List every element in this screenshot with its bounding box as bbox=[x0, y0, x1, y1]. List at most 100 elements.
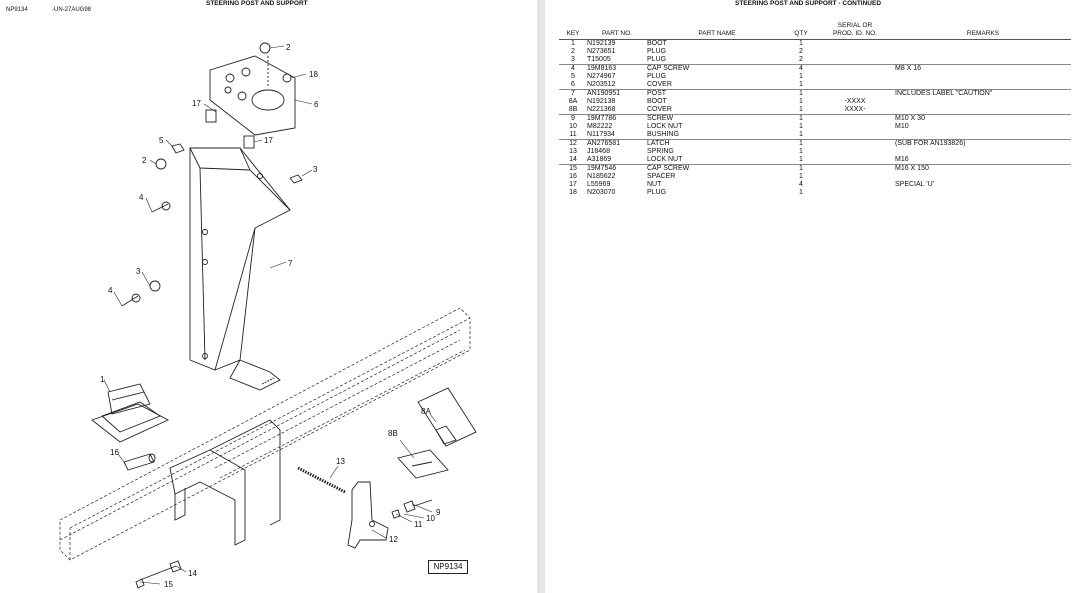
cell-serial: -XXXX bbox=[844, 98, 866, 105]
callout-3b: 3 bbox=[136, 267, 141, 276]
cell-remarks: SPECIAL 'U' bbox=[895, 181, 934, 188]
spacer-part bbox=[123, 453, 156, 471]
callout-labels: 2 18 6 17 17 5 2 3 4 7 3 4 1 16 8A 8B 13… bbox=[100, 43, 441, 589]
cell-key: 14 bbox=[569, 156, 577, 163]
cell-key: 8A bbox=[568, 98, 578, 105]
cell-qty: 1 bbox=[787, 89, 815, 98]
cell-part-name: PLUG bbox=[647, 73, 667, 80]
col-qty: QTY bbox=[787, 22, 815, 40]
cell-serial bbox=[815, 139, 895, 148]
cell-part-no: AN190951 bbox=[587, 89, 647, 98]
callout-14: 14 bbox=[188, 569, 197, 578]
cell-part-no: 19M7786 bbox=[587, 114, 647, 123]
cell-part-no: N273651 bbox=[587, 48, 616, 55]
cell-part-no: N185622 bbox=[587, 173, 616, 180]
doc-id: NP9134 bbox=[6, 7, 28, 13]
cell-part-name: PLUG bbox=[647, 56, 667, 63]
exploded-parts-diagram: 2 18 6 17 17 5 2 3 4 7 3 4 1 16 8A 8B 13… bbox=[59, 42, 477, 589]
cell-part-no: T15005 bbox=[587, 56, 611, 63]
cell-remarks bbox=[895, 148, 1071, 156]
cell-qty: 1 bbox=[787, 139, 815, 148]
cell-qty: 1 bbox=[799, 173, 803, 180]
callout-8a: 8A bbox=[421, 407, 431, 416]
cell-key: 7 bbox=[559, 89, 587, 98]
cell-part-name: NUT bbox=[647, 181, 662, 188]
cell-qty: 1 bbox=[787, 39, 815, 48]
cell-key: 5 bbox=[571, 73, 575, 80]
cell-part-name: CAP SCREW bbox=[647, 64, 787, 73]
cell-qty: 1 bbox=[799, 189, 803, 196]
callout-16: 16 bbox=[110, 448, 119, 457]
cell-remarks bbox=[895, 73, 1071, 81]
cell-part-name: LATCH bbox=[647, 139, 787, 148]
cell-serial: XXXX- bbox=[844, 106, 866, 113]
cell-qty: 1 bbox=[799, 131, 803, 138]
cover-plate bbox=[209, 55, 296, 136]
cell-key: 3 bbox=[571, 56, 575, 63]
cell-serial bbox=[815, 89, 895, 98]
callout-3a: 3 bbox=[313, 165, 318, 174]
cell-qty: 2 bbox=[799, 48, 803, 55]
cell-serial bbox=[815, 148, 895, 156]
cell-part-no: AN276581 bbox=[587, 139, 647, 148]
callout-18: 18 bbox=[309, 70, 318, 79]
cell-qty: 1 bbox=[799, 148, 803, 155]
cell-part-name: SCREW bbox=[647, 114, 787, 123]
figure-id-box: NP9134 bbox=[428, 560, 468, 574]
cell-serial bbox=[815, 114, 895, 123]
cell-part-no: N192139 bbox=[587, 39, 647, 48]
cell-remarks: M8 X 16 bbox=[895, 64, 1071, 73]
left-page-title: STEERING POST AND SUPPORT bbox=[206, 0, 308, 7]
cell-remarks bbox=[895, 39, 1071, 48]
cell-part-name: COVER bbox=[647, 106, 672, 113]
callout-2b: 2 bbox=[142, 156, 147, 165]
cell-part-no: L55969 bbox=[587, 181, 611, 188]
cell-qty: 1 bbox=[799, 98, 803, 105]
cover-8b bbox=[397, 449, 449, 479]
cell-key: 17 bbox=[569, 181, 577, 188]
cell-serial bbox=[815, 56, 895, 65]
cell-key: 13 bbox=[569, 148, 577, 155]
cell-qty: 1 bbox=[799, 123, 803, 130]
cell-part-no: N117934 bbox=[587, 131, 615, 138]
cell-qty: 1 bbox=[799, 106, 803, 113]
cell-remarks bbox=[895, 56, 1071, 65]
cell-serial bbox=[815, 164, 895, 173]
callout-9: 9 bbox=[436, 508, 441, 517]
cell-part-name: LOCK NUT bbox=[647, 123, 683, 130]
cell-part-no: N221368 bbox=[587, 106, 616, 113]
callout-4a: 4 bbox=[139, 193, 144, 202]
cell-part-name: BUSHING bbox=[647, 131, 679, 138]
callout-12: 12 bbox=[389, 535, 398, 544]
cell-qty: 2 bbox=[799, 56, 803, 63]
table-row: 3 T15005 PLUG 2 bbox=[559, 56, 1071, 65]
cell-qty: 1 bbox=[799, 156, 803, 163]
cell-remarks: M16 X 150 bbox=[895, 164, 1071, 173]
cell-qty: 1 bbox=[799, 81, 803, 88]
cell-serial bbox=[815, 181, 895, 189]
col-key: KEY bbox=[559, 22, 587, 40]
cell-remarks bbox=[895, 173, 1071, 181]
cell-remarks: M10 bbox=[895, 123, 909, 130]
cell-qty: 1 bbox=[799, 73, 803, 80]
spring-part bbox=[297, 466, 346, 494]
right-page: STEERING POST AND SUPPORT - CONTINUED KE… bbox=[545, 0, 1076, 593]
cell-key: 8B bbox=[568, 106, 578, 113]
boot-part bbox=[91, 383, 170, 443]
callout-5: 5 bbox=[159, 136, 164, 145]
callout-11: 11 bbox=[414, 520, 423, 529]
cell-part-name: SPACER bbox=[647, 173, 676, 180]
cell-serial bbox=[815, 39, 895, 48]
cell-serial bbox=[815, 64, 895, 73]
callout-8b: 8B bbox=[388, 429, 398, 438]
